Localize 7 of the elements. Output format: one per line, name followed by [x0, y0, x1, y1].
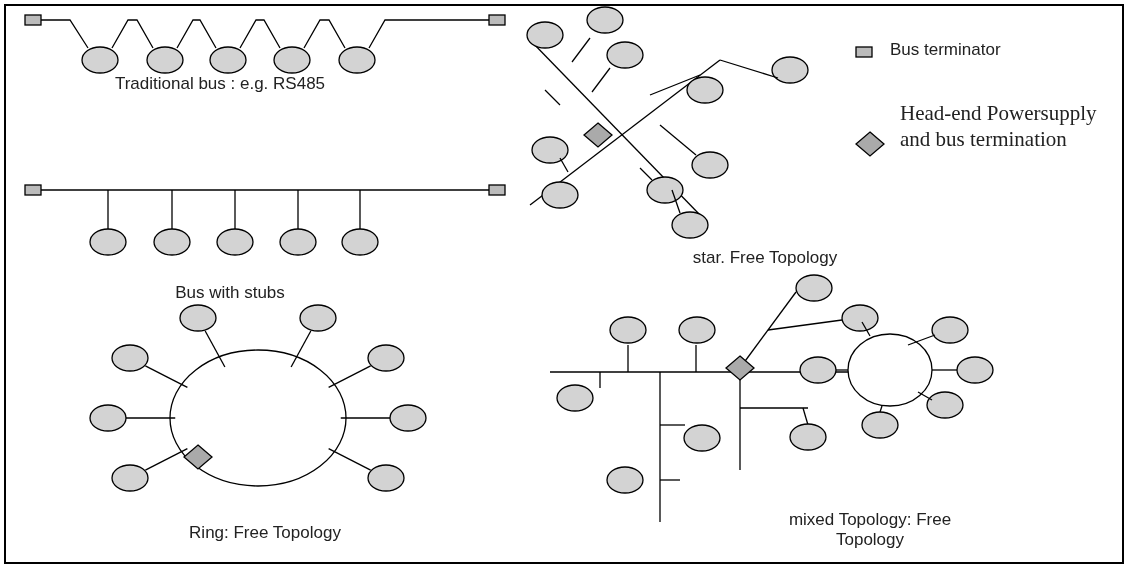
caption: star. Free Topology — [691, 248, 839, 268]
legend-label: Bus terminator — [890, 40, 1001, 60]
caption: Ring: Free Topology — [188, 523, 342, 543]
caption: Bus with stubs — [174, 283, 286, 303]
caption: Traditional bus : e.g. RS485 — [113, 74, 327, 94]
legend-label: Head-end Powersupply and bus termination — [900, 100, 1098, 152]
caption: mixed Topology: Free Topology — [787, 510, 953, 550]
